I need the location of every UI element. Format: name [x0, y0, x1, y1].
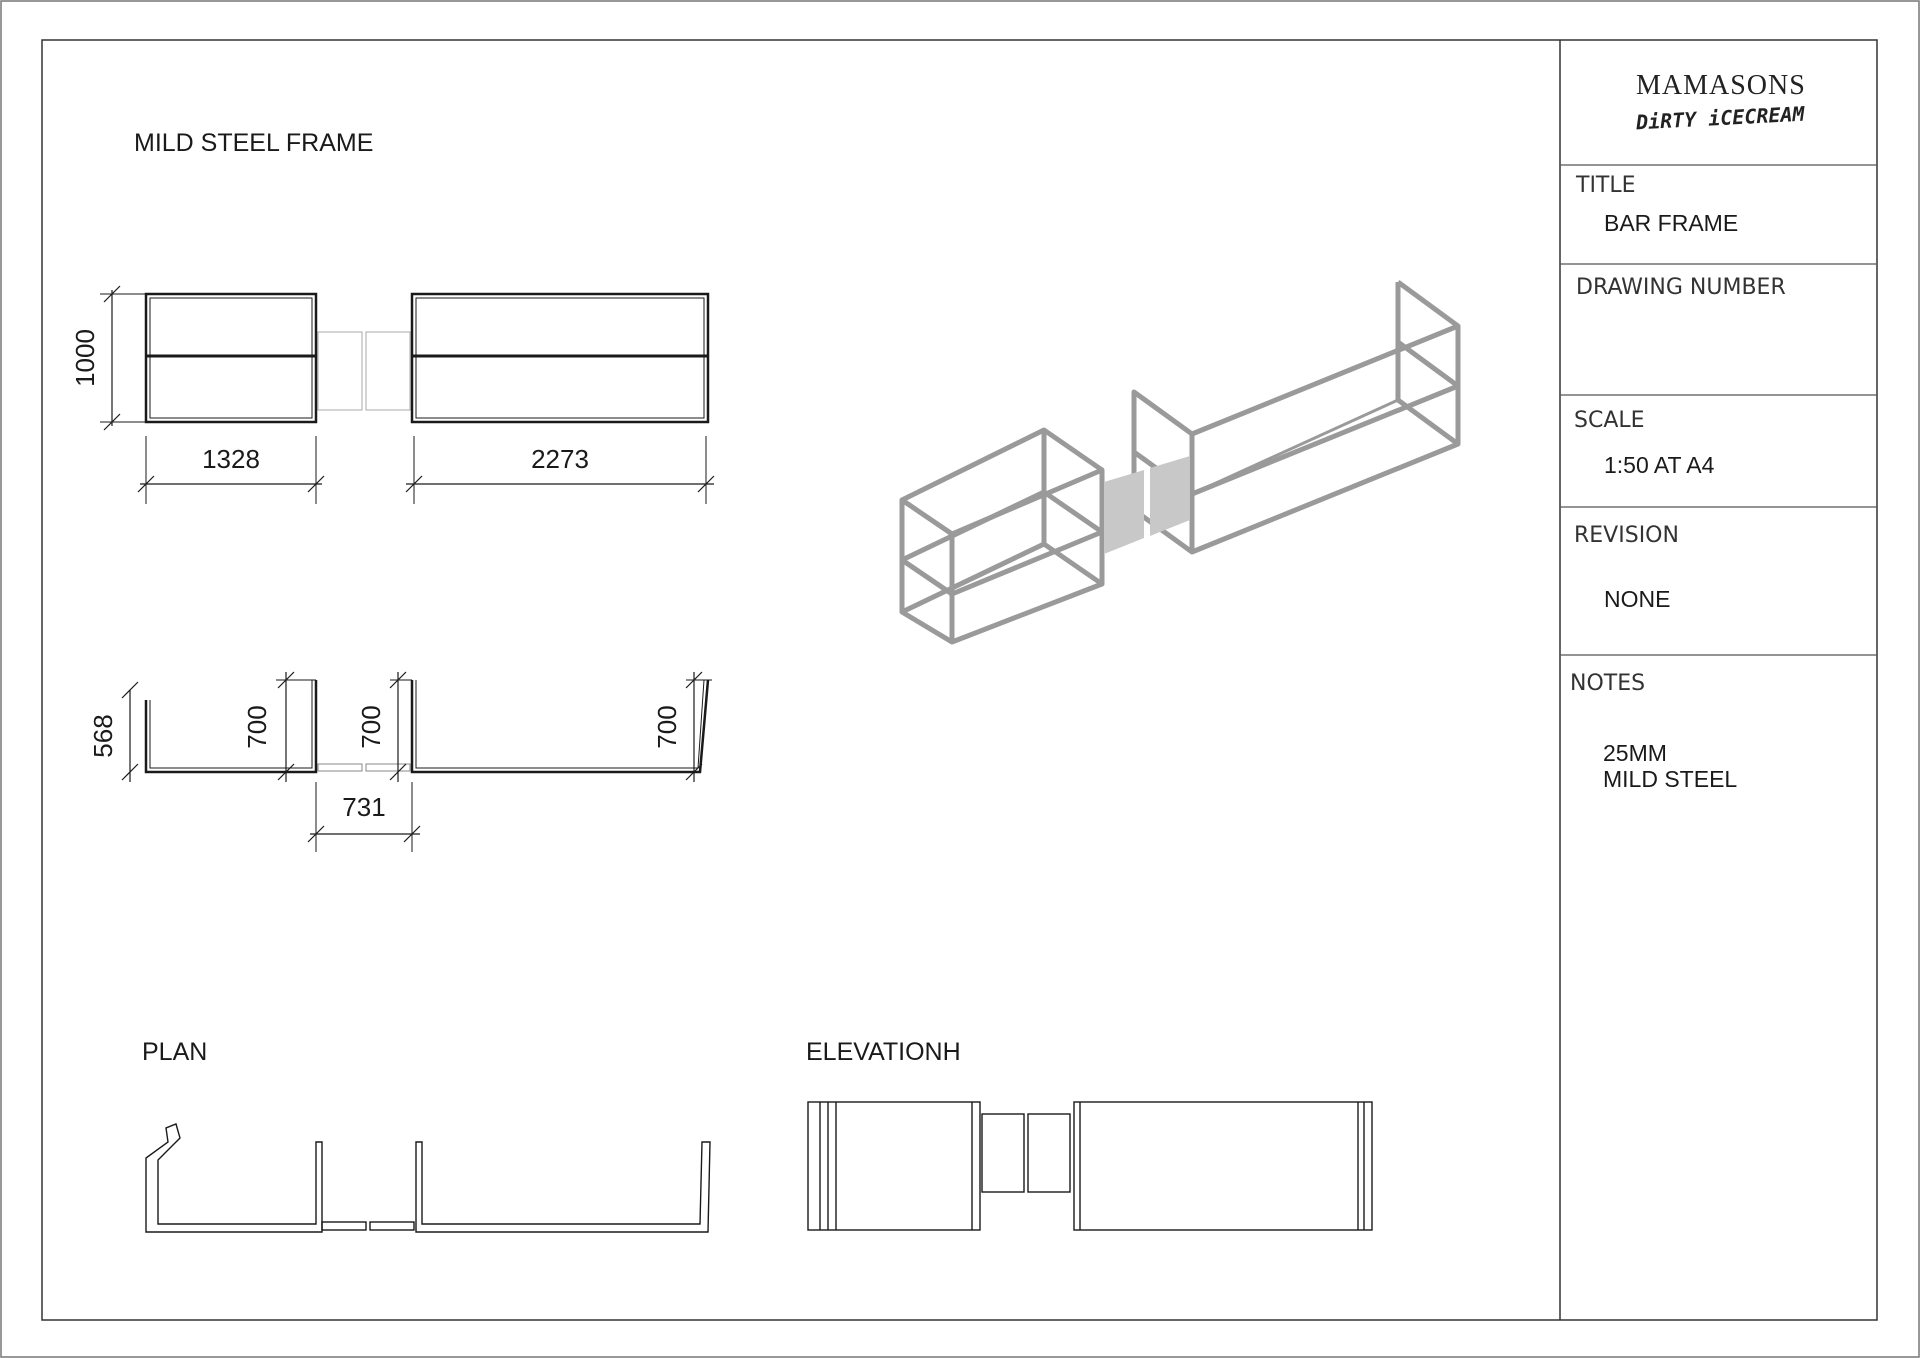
front-elevation	[100, 285, 715, 504]
notes-line-1: 25MM	[1603, 740, 1667, 766]
drawing-border	[41, 39, 1878, 1321]
dim-width-right: 2273	[531, 444, 589, 474]
notes-heading: NOTES	[1570, 671, 1646, 696]
elevation-view	[807, 1101, 1373, 1231]
dim-return-b: 700	[356, 705, 386, 748]
scale-heading: SCALE	[1574, 408, 1645, 433]
plan-view	[145, 1123, 711, 1233]
dim-depth-left: 568	[88, 714, 118, 757]
plan-dimensioned	[121, 671, 712, 852]
drawing-number-heading: DRAWING NUMBER	[1576, 275, 1786, 300]
revision-value: NONE	[1604, 586, 1671, 612]
dim-height: 1000	[70, 329, 100, 387]
dim-gap: 731	[342, 792, 385, 822]
main-title: MILD STEEL FRAME	[134, 129, 374, 157]
title-heading: TITLE	[1576, 173, 1636, 198]
elevation-label: ELEVATIONH	[806, 1038, 961, 1066]
logo-brand: MAMASONS	[1636, 70, 1806, 101]
revision-heading: REVISION	[1574, 523, 1679, 548]
dim-width-left: 1328	[202, 444, 260, 474]
dim-return-c: 700	[652, 705, 682, 748]
isometric-view	[899, 279, 1461, 645]
plan-label: PLAN	[142, 1038, 208, 1066]
isometric-panels	[1104, 456, 1190, 554]
title-value: BAR FRAME	[1604, 210, 1739, 236]
dim-return-a: 700	[242, 705, 272, 748]
notes-line-2: MILD STEEL	[1603, 766, 1738, 792]
scale-value: 1:50 AT A4	[1604, 452, 1715, 478]
